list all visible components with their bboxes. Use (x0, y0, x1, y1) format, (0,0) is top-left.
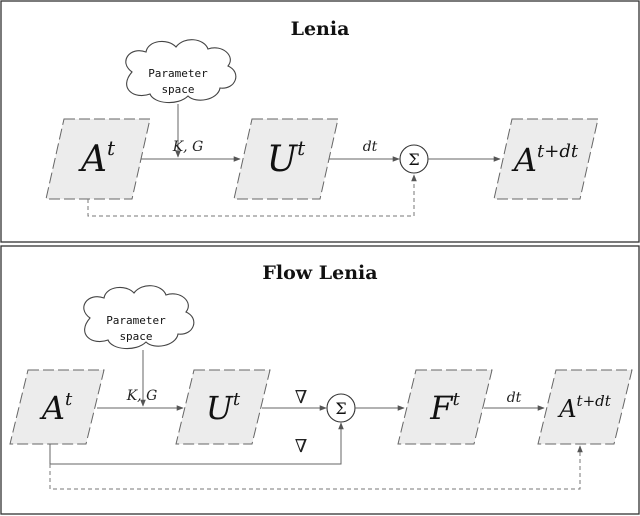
block-u-t-shape (233, 118, 339, 200)
kg-label: K, G (172, 139, 204, 155)
cloud-shape-2 (83, 285, 195, 350)
flow-block-a-t-shape (9, 369, 105, 445)
sum-node: Σ (399, 144, 429, 174)
flow-block-u-t-label: Ut (206, 389, 241, 427)
flow-sum-node: Σ (326, 393, 356, 423)
grad-bottom-label: ∇ (295, 436, 308, 457)
flow-block-a-t-label: At (39, 389, 73, 427)
flow-lenia-panel-frame (0, 245, 640, 515)
flow-block-a-next-label: At+dt (557, 392, 612, 423)
flow-block-a-t: At (9, 369, 105, 445)
flow-block-u-t: Ut (175, 369, 271, 445)
flow-block-a-next-shape (537, 369, 633, 445)
cloud2-label-line1: Parameter (106, 314, 166, 327)
flow-block-f-t: Ft (397, 369, 493, 445)
block-u-t-label: Ut (267, 136, 306, 180)
parameter-space-cloud-2: Parameter space (83, 285, 195, 350)
cloud2-label-line2: space (119, 330, 152, 343)
flow-dashed-skip-arrow (49, 445, 583, 490)
block-a-next-shape (493, 118, 599, 200)
grad-top-label: ∇ (295, 387, 308, 408)
dashed-skip-arrow (87, 174, 417, 217)
flow-kg-label: K, G (126, 388, 158, 404)
flow-sum-symbol: Σ (335, 399, 346, 418)
parameter-space-cloud: Parameter space (125, 39, 237, 104)
flow-lenia-panel: Flow Lenia Parameter space At Ut Ft At+d… (0, 245, 640, 515)
lenia-panel: Lenia Parameter space At Ut At+dt Σ (0, 0, 640, 243)
block-a-t-shape (45, 118, 151, 200)
flow-block-f-t-label: Ft (429, 389, 460, 427)
block-a-next-label: At+dt (511, 141, 579, 179)
flow-arrow-a-to-sum (49, 422, 344, 465)
dt-label: dt (363, 139, 378, 155)
block-a-next: At+dt (493, 118, 599, 200)
lenia-title: Lenia (291, 18, 350, 40)
cloud-label-line2: space (161, 83, 194, 96)
flow-block-f-t-shape (397, 369, 493, 445)
block-u-t: Ut (233, 118, 339, 200)
block-a-t: At (45, 118, 151, 200)
flow-lenia-title: Flow Lenia (262, 262, 377, 284)
sum-symbol: Σ (408, 150, 419, 169)
cloud-shape (125, 39, 237, 104)
flow-block-a-next: At+dt (537, 369, 633, 445)
flow-dt-label: dt (507, 390, 522, 406)
cloud-label-line1: Parameter (148, 67, 208, 80)
flow-block-u-t-shape (175, 369, 271, 445)
block-a-t-label: At (78, 136, 116, 180)
